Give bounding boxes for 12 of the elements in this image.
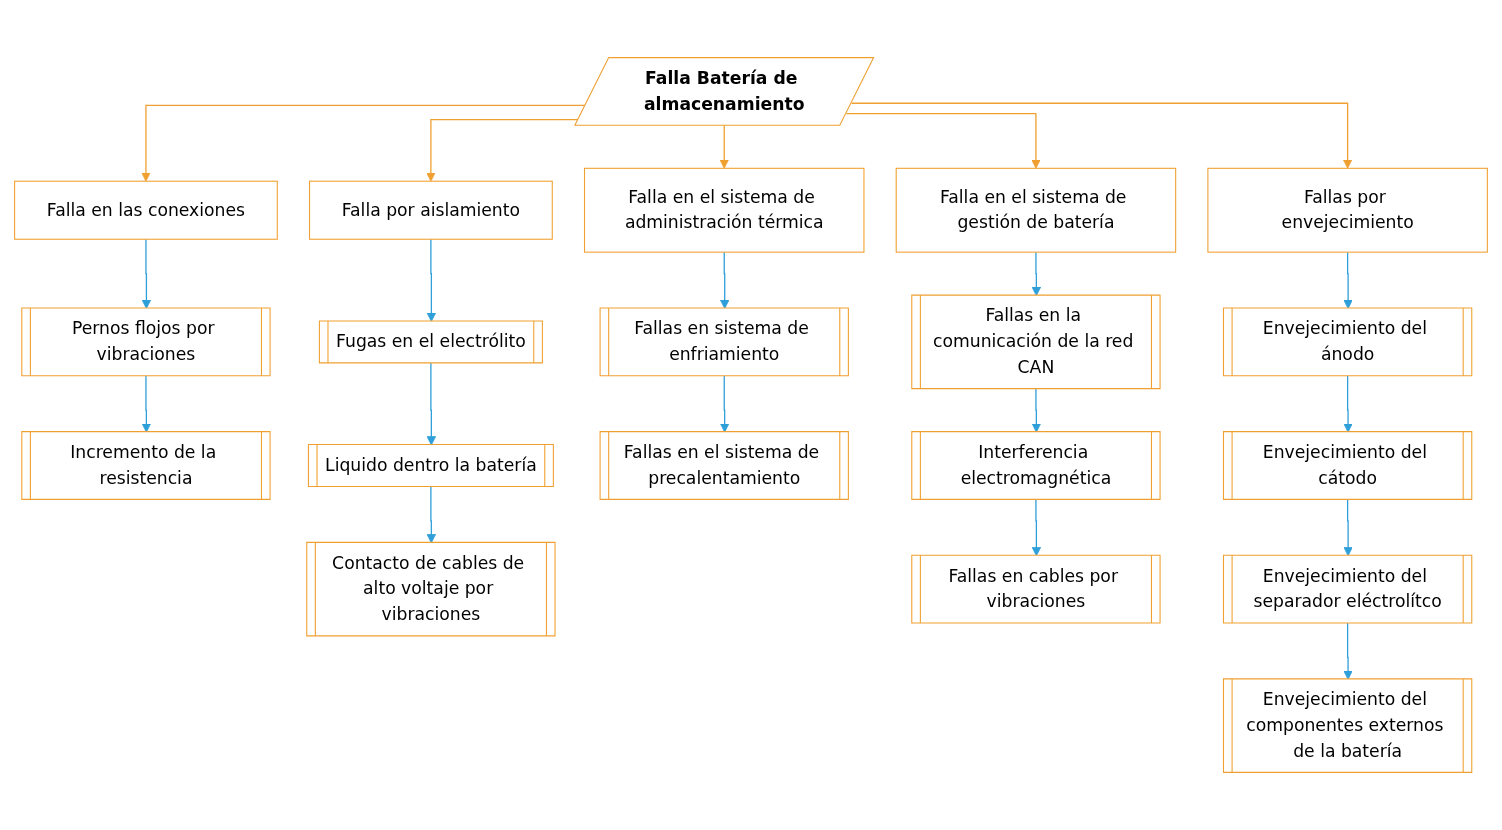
arrow [845, 112, 1041, 169]
arrow [1343, 251, 1353, 309]
arrow [850, 102, 1353, 169]
node-box: Falla en el sistema de administración térmica [584, 167, 865, 253]
arrow [141, 104, 587, 182]
arrow [719, 125, 729, 169]
node-box: Falla en el sistema de gestión de batería [895, 167, 1177, 253]
node-box: Falla en las conexiones [14, 180, 278, 240]
arrow [720, 251, 730, 309]
node-box: Fallas por envejecimiento [1207, 167, 1488, 253]
node-box: Falla por aislamiento [309, 180, 553, 240]
arrow [141, 238, 152, 309]
